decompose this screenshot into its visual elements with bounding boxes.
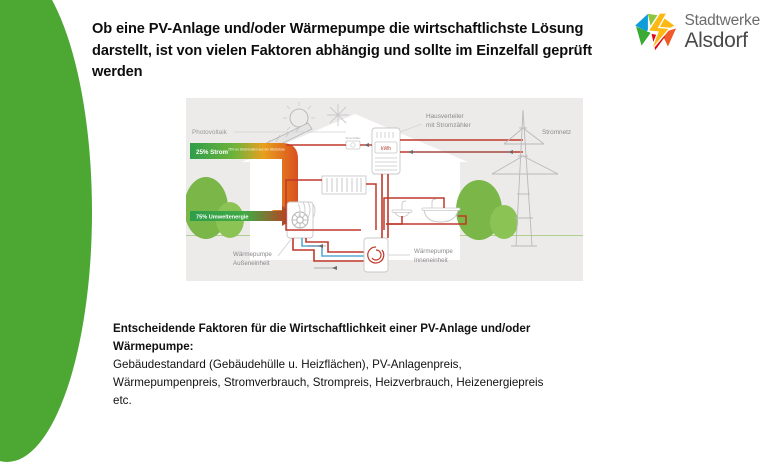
badge-strom-sublabel: 25% an Stromkosten aus der Steckdose	[228, 148, 285, 152]
badge-umweltenergie-label: 75% Umweltenergie	[196, 215, 249, 221]
pipe-outdoor-return	[292, 238, 368, 262]
label-wp-innen-line2: Inneneinheit	[414, 257, 448, 264]
page-title: Ob eine PV-Anlage und/oder Wärmepumpe di…	[92, 21, 593, 81]
leader-wp-aussen	[277, 237, 293, 257]
logo-stadtwerke-alsdorf: Stadtwerke Alsdorf	[634, 12, 760, 52]
snowflake-icon	[327, 104, 349, 126]
bathtub-icon	[421, 198, 461, 223]
arrow-grid-in	[408, 150, 413, 154]
logo-wordmark: Stadtwerke Alsdorf	[684, 13, 760, 51]
house-roof	[242, 114, 468, 162]
badge-strom-label: 25% Strom	[196, 149, 228, 156]
pipe-bathtub	[386, 215, 467, 225]
radiator-icon	[321, 175, 367, 195]
underfloor-heating-icon	[297, 201, 316, 219]
leader-hausverteiler	[399, 123, 423, 133]
heatpump-outdoor-unit	[286, 201, 314, 239]
pv-heatpump-system-diagram: Photovoltaik 25% Strom 25% an S	[186, 98, 583, 281]
key-factors-text-line2: Wärmepumpenpreis, Stromverbrauch, Stromp…	[113, 375, 544, 389]
arrow-grid-out	[508, 150, 513, 154]
heatpump-indoor-unit	[363, 237, 389, 273]
label-stromnetz: Stromnetz	[542, 129, 571, 136]
meter-reading-label: kWh	[381, 146, 391, 152]
key-factors-text-line3: etc.	[113, 393, 132, 407]
label-hausverteiler-line2: mit Stromzähler	[426, 122, 472, 129]
label-wp-aussen-line1: Wärmepumpe	[233, 251, 272, 258]
key-factors-heading-line1: Entscheidende Faktoren für die Wirtschaf…	[113, 322, 531, 335]
label-photovoltaik: Photovoltaik	[192, 129, 228, 136]
power-pylon-icon	[491, 109, 559, 247]
pipe-radiator-flow	[366, 183, 377, 230]
key-factors-heading-line2: Wärmepumpe:	[113, 340, 194, 354]
key-factors-text-line1: Gebäudestandard (Gebäudehülle u. Heizflä…	[113, 358, 462, 372]
logo-line-alsdorf: Alsdorf	[684, 28, 748, 52]
inline-meter-label: Stromzähler	[345, 136, 360, 140]
distribution-box-with-meter: kWh	[371, 127, 401, 175]
arrow-pv-flow	[364, 143, 369, 147]
energy-flow-arrow-environment	[190, 206, 298, 226]
logo-line-stadtwerke: Stadtwerke	[684, 12, 760, 30]
bush-right-small	[490, 205, 518, 239]
pipe-hotwater-main	[383, 197, 445, 230]
label-hausverteiler-line1: Hausverteiler	[426, 113, 465, 120]
label-wp-innen-line1: Wärmepumpe	[414, 248, 453, 255]
pipe-outdoor-flow	[305, 238, 368, 253]
lightning-bolt-icon	[635, 12, 677, 52]
sink-icon	[391, 200, 413, 218]
label-wp-aussen-line2: Außeneinheit	[233, 260, 270, 267]
key-factors-block: Entscheidende Faktoren für die Wirtschaf…	[113, 320, 653, 409]
decorative-green-ellipse	[0, 0, 92, 462]
pipe-radiator-return	[285, 179, 361, 231]
diagram-canvas: Photovoltaik 25% Strom 25% an S	[186, 98, 583, 281]
inline-meter-icon: Stromzähler	[345, 136, 361, 150]
